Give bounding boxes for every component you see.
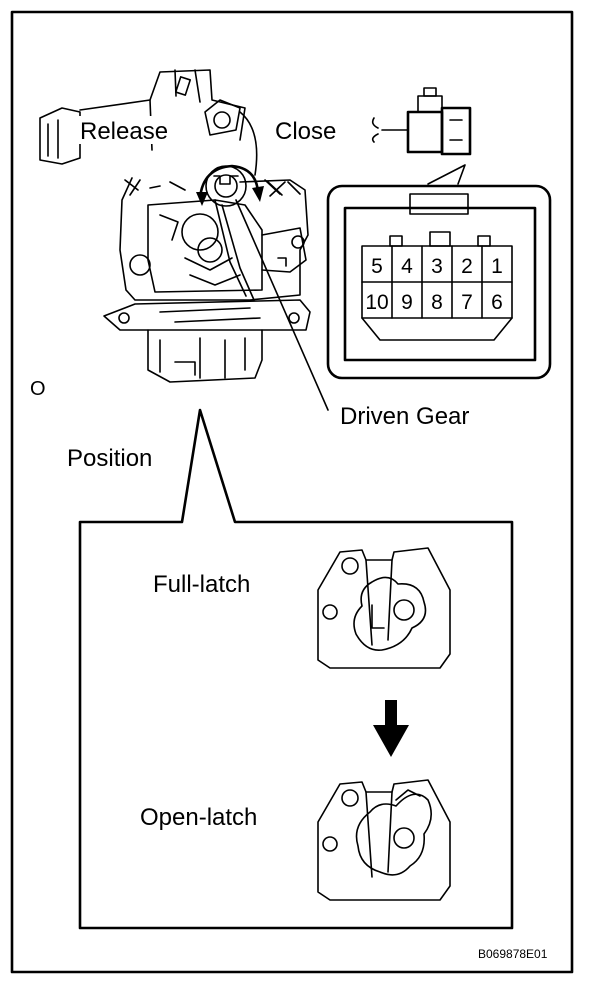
pin-label: 3: [431, 255, 443, 278]
figure-code: B069878E01: [478, 947, 548, 961]
connector-face-view: 5 4 3 2 1 10 9 8 7 6: [326, 184, 552, 380]
pin-label: 8: [431, 291, 443, 314]
pin-label: 7: [461, 291, 473, 314]
full-latch-icon: [317, 547, 451, 669]
release-label: Release: [80, 118, 168, 145]
driven-gear-leader: [235, 199, 329, 411]
pin-label: 10: [365, 291, 388, 314]
driven-gear-label: Driven Gear: [340, 403, 469, 430]
pin-label: 6: [491, 291, 503, 314]
open-latch-icon: [317, 779, 451, 901]
position-label: Position: [67, 445, 152, 472]
door-lock-actuator-icon: [39, 69, 311, 383]
connector-plug-icon: [371, 87, 472, 156]
o-mark: O: [30, 378, 46, 400]
pin-label: 4: [401, 255, 413, 278]
pin-label: 1: [491, 255, 503, 278]
down-arrow-icon: [373, 700, 409, 757]
pin-label: 9: [401, 291, 413, 314]
pin-label: 5: [371, 255, 383, 278]
close-label: Close: [275, 118, 336, 145]
open-latch-label: Open-latch: [140, 804, 257, 831]
outer-frame: [10, 10, 574, 974]
pin-label: 2: [461, 255, 473, 278]
full-latch-label: Full-latch: [153, 571, 250, 598]
position-callout-box: [78, 408, 514, 930]
